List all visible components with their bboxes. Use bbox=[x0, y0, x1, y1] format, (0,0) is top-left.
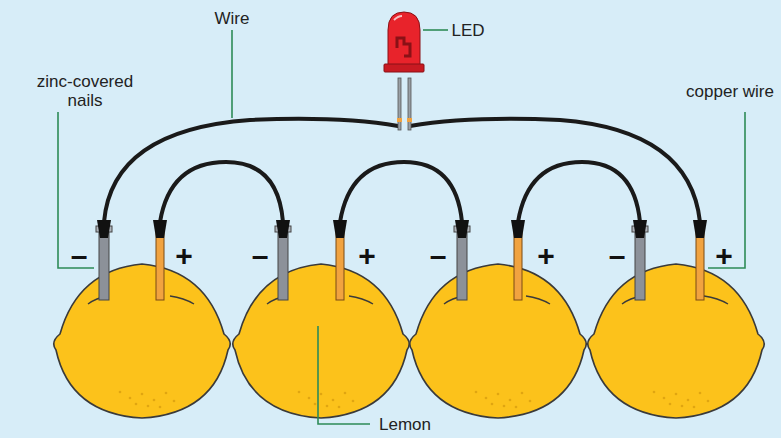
polarity-sign: – bbox=[252, 241, 269, 271]
polarity-sign: – bbox=[430, 241, 447, 271]
copper-label: copper wire bbox=[682, 82, 778, 101]
nail-label: zinc-covered nails bbox=[27, 72, 143, 110]
polarity-sign: – bbox=[71, 241, 88, 271]
polarity-sign: + bbox=[175, 241, 193, 271]
lemon-label: Lemon bbox=[376, 415, 434, 434]
polarity-sign: + bbox=[358, 241, 376, 271]
polarity-sign: + bbox=[715, 241, 733, 271]
polarity-sign: – bbox=[609, 241, 626, 271]
polarity-sign: + bbox=[537, 241, 555, 271]
led-label: LED bbox=[448, 21, 487, 40]
wire-label: Wire bbox=[212, 9, 253, 28]
